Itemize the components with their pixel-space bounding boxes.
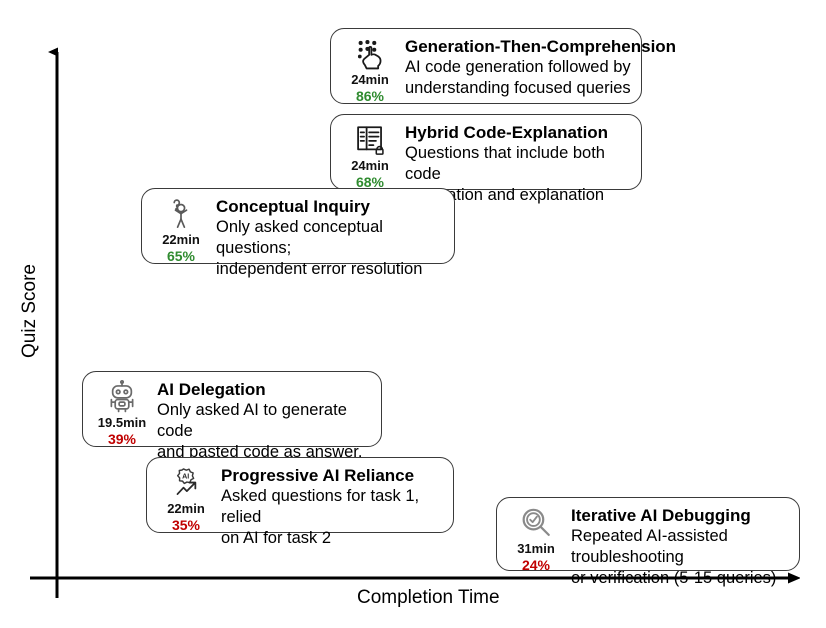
card-time: 19.5min	[97, 415, 147, 430]
card-progressive-ai-reliance[interactable]: AI 22min 35% Progressive AI Reliance Ask…	[146, 457, 454, 547]
card-score: 65%	[166, 248, 196, 264]
card-text: Generation-Then-Comprehension AI code ge…	[401, 35, 676, 99]
svg-text:AI: AI	[182, 472, 189, 480]
card-desc-line1: Asked questions for task 1, relied	[221, 487, 420, 526]
card-hybrid-code-explanation[interactable]: 24min 68% Hybrid Code-Explanation Questi…	[330, 114, 642, 204]
robot-icon	[110, 380, 134, 413]
card-conceptual-inquiry[interactable]: 22min 65% Conceptual Inquiry Only asked …	[141, 188, 455, 278]
card-metrics: 22min 65%	[150, 195, 212, 264]
card-score: 39%	[107, 431, 137, 447]
ai-badge-trend-arrow-icon: AI	[176, 468, 197, 495]
card-title: Iterative AI Debugging	[571, 506, 751, 525]
card-metrics: 19.5min 39%	[91, 378, 153, 447]
card-desc-line1: AI code generation followed by	[405, 58, 631, 76]
card-score: 24%	[521, 557, 551, 573]
card-desc-line2: and pasted code as answer.	[157, 443, 363, 461]
card-text: AI Delegation Only asked AI to generate …	[153, 378, 371, 463]
card-desc-line2: understanding focused queries	[405, 79, 631, 97]
card-time: 22min	[167, 501, 205, 516]
card-metrics: AI 22min 35%	[155, 464, 217, 533]
card-desc-line1: Questions that include both code	[405, 144, 605, 183]
card-iterative-ai-debugging[interactable]: 31min 24% Iterative AI Debugging Repeate…	[496, 497, 800, 587]
card-time: 31min	[517, 541, 555, 556]
card-time: 24min	[351, 72, 389, 87]
x-axis-label: Completion Time	[357, 587, 500, 608]
card-title: AI Delegation	[157, 380, 266, 399]
card-desc-line1: Repeated AI-assisted troubleshooting	[571, 527, 728, 566]
card-desc-line2: independent error resolution	[216, 260, 423, 278]
card-title: Conceptual Inquiry	[216, 197, 370, 216]
card-ai-delegation[interactable]: 19.5min 39% AI Delegation Only asked AI …	[82, 371, 382, 461]
card-generation-then-comprehension[interactable]: 24min 86% Generation-Then-Comprehension …	[330, 28, 676, 104]
card-text: Conceptual Inquiry Only asked conceptual…	[212, 195, 444, 280]
card-score: 35%	[171, 517, 201, 533]
y-axis-label: Quiz Score	[18, 264, 40, 358]
card-title: Generation-Then-Comprehension	[405, 37, 677, 56]
card-desc-line2: or verification (5-15 queries)	[571, 569, 777, 587]
card-desc-line1: Only asked conceptual questions;	[216, 218, 383, 257]
card-score: 68%	[355, 174, 385, 190]
card-metrics: 24min 86%	[339, 35, 401, 104]
card-time: 22min	[162, 232, 200, 247]
card-time: 24min	[351, 158, 389, 173]
card-metrics: 31min 24%	[505, 504, 567, 573]
card-desc-line2: on AI for task 2	[221, 529, 332, 547]
card-score: 86%	[355, 88, 385, 104]
card-text: Progressive AI Reliance Asked questions …	[217, 464, 443, 549]
card-title: Progressive AI Reliance	[221, 466, 415, 485]
document-lines-icon	[357, 126, 384, 155]
hand-tap-dots-icon	[357, 40, 382, 70]
person-question-icon	[173, 199, 188, 229]
magnifier-check-icon	[522, 508, 550, 537]
card-title: Hybrid Code-Explanation	[405, 123, 609, 142]
card-desc-line1: Only asked AI to generate code	[157, 401, 347, 440]
card-text: Hybrid Code-Explanation Questions that i…	[401, 121, 631, 206]
card-metrics: 24min 68%	[339, 121, 401, 190]
card-text: Iterative AI Debugging Repeated AI-assis…	[567, 504, 789, 589]
